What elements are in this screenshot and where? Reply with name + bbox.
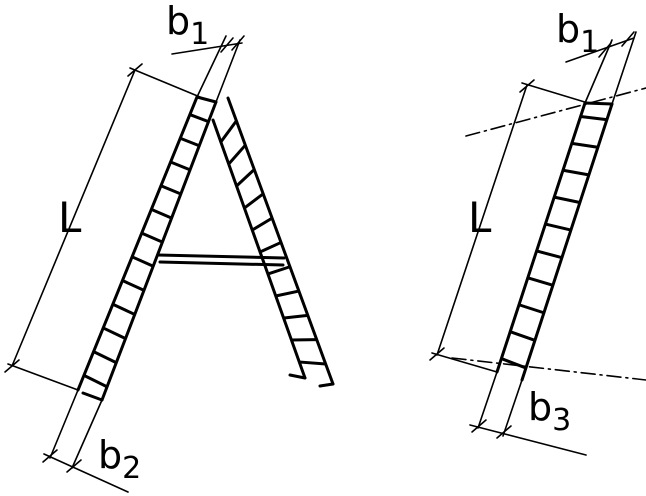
single-b3-ext-left — [477, 371, 498, 429]
single-ladder-rungs — [500, 114, 608, 370]
stepladder-front-rail-outer — [76, 95, 199, 392]
tick — [231, 35, 245, 51]
stepladder-b2-subscript: 2 — [122, 451, 141, 486]
ladder-rung — [189, 113, 210, 124]
ladder-rung — [562, 168, 590, 177]
single-b1-dim-line — [565, 37, 635, 63]
stepladder-b2-ext-left — [49, 389, 79, 459]
ladder-rung — [141, 231, 164, 244]
single-top-ref-line — [465, 87, 646, 137]
stepladder-spreader — [156, 253, 286, 260]
ladder-rung — [518, 303, 545, 315]
single-b3-subscript: 3 — [552, 403, 571, 438]
stepladder-dimensions — [4, 35, 245, 493]
tick — [127, 63, 143, 77]
single-ladder-rail-right — [520, 102, 614, 382]
single-ladder-rail-left — [495, 101, 587, 374]
tick — [42, 449, 58, 463]
stepladder-b1-letter: b — [166, 0, 190, 43]
ladder-rung — [112, 302, 137, 317]
stepladder-top-width-label: b1 — [166, 0, 209, 52]
stepladder-back-rungs — [219, 119, 326, 366]
ladder-rung — [92, 350, 118, 365]
stepladder-front-rail-inner — [100, 100, 218, 402]
stepladder-front-rungs — [83, 113, 210, 389]
stepladder-back-foot-2 — [288, 373, 307, 380]
stepladder-back-rail-outer — [226, 96, 335, 386]
stepladder-b1-dim-line — [171, 42, 243, 55]
single-length-ext-bottom — [431, 352, 498, 373]
stepladder-spreader-2 — [158, 260, 285, 267]
ladder-rung — [274, 289, 300, 298]
single-ladder-dimensions — [429, 31, 646, 456]
tick — [598, 42, 612, 58]
ladder-rung — [121, 279, 146, 293]
ladder-rung — [160, 184, 183, 196]
ladder-rung — [242, 192, 265, 210]
tick — [621, 31, 635, 47]
ladder-rung — [527, 276, 554, 287]
single-b1-letter: b — [556, 7, 580, 51]
single-base-width-label: b3 — [528, 385, 571, 438]
stepladder-length-label: L — [58, 193, 82, 242]
single-b1-ext-left — [584, 39, 613, 104]
stepladder-b2-letter: b — [98, 433, 122, 477]
single-b3-letter: b — [528, 385, 552, 429]
stepladder-back-foot — [318, 382, 335, 388]
tick — [220, 37, 234, 53]
ladder-rung — [580, 114, 608, 122]
ladder-rung — [227, 144, 247, 166]
ladder-rung — [571, 141, 599, 149]
ladder-rung — [234, 168, 256, 188]
ladder-rung — [282, 313, 308, 320]
ladder-rung — [250, 216, 273, 232]
stepladder-length-ext-top — [129, 67, 201, 98]
ladder-rung — [536, 249, 563, 260]
tick — [496, 425, 512, 439]
stepladder-b2-ext-right — [71, 399, 103, 469]
tick — [519, 79, 535, 93]
ladder-rung — [170, 160, 192, 172]
stepladder-b1-subscript: 1 — [190, 17, 209, 52]
single-length-label: L — [468, 193, 492, 242]
ladder-rung — [258, 241, 282, 254]
stepladder-length-ext-bottom — [7, 363, 79, 391]
stepladder-base-width-label: b2 — [98, 433, 141, 486]
single-b3-dim-line — [469, 424, 587, 456]
stepladder-front-rail-foot — [81, 391, 104, 402]
single-length-ext-top — [521, 82, 589, 104]
ladder-rung — [219, 119, 238, 144]
single-b1-subscript: 1 — [580, 25, 599, 60]
single-top-width-label: b1 — [556, 7, 599, 60]
ladder-rung — [150, 208, 173, 220]
ladder-rung — [266, 265, 291, 276]
single-length-dim-line — [436, 84, 528, 356]
ladder-rung — [102, 326, 127, 341]
stepladder-b2-dim-line — [43, 453, 129, 493]
ladder-rung — [131, 255, 155, 268]
stepladder-length-dim-line — [11, 69, 136, 367]
ladder-rung — [83, 374, 109, 389]
ladder-rung — [545, 222, 572, 232]
stepladder-front-top — [195, 95, 218, 104]
tick — [4, 359, 20, 373]
ladder-rung — [509, 330, 537, 343]
single-ladder-top — [583, 101, 614, 106]
tick — [471, 419, 487, 433]
ladder-rung — [298, 360, 326, 366]
stepladder-b1-ext-right — [215, 39, 241, 103]
single-b3-ext-right — [502, 379, 523, 437]
stepladder-figure — [76, 95, 335, 402]
ladder-rung — [553, 195, 581, 205]
single-b1-ext-right — [611, 31, 637, 105]
ladder-rung — [179, 136, 201, 148]
single-ground-line — [451, 357, 646, 381]
tick — [66, 459, 82, 473]
single-ladder-figure — [495, 101, 614, 382]
